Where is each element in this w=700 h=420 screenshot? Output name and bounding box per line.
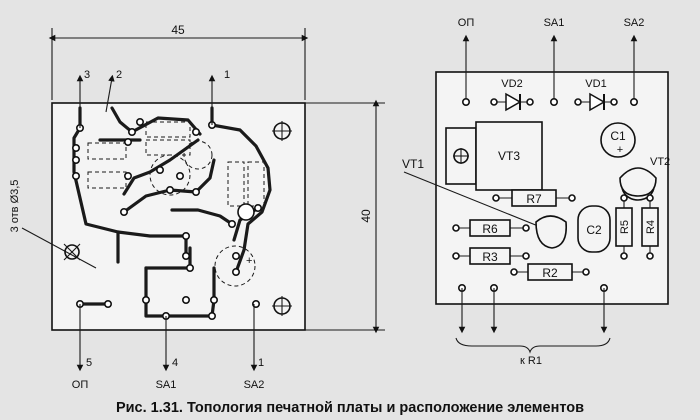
- vd2-label: VD2: [501, 78, 522, 90]
- resistor-r3: R3: [452, 247, 530, 265]
- to-r1-label: к R1: [520, 355, 542, 367]
- resistor-r6: R6: [452, 219, 530, 237]
- pcb-bottom-pins: 5 ОП 4 SA1 1 SA2: [72, 304, 265, 391]
- height-label: 40: [359, 209, 373, 223]
- pin-3-label: 3: [84, 69, 90, 81]
- pcb-bottom-label-sa1: SA1: [156, 379, 177, 391]
- pcb-top-pins: 3 2 1: [76, 69, 230, 128]
- vt2-label: VT2: [650, 156, 670, 168]
- vt3-label: VT3: [498, 149, 520, 163]
- width-label: 45: [171, 23, 185, 37]
- pin-4-label: 4: [172, 357, 178, 369]
- transistor-vt1: VT1: [402, 157, 568, 249]
- r6-label: R6: [482, 222, 498, 236]
- capacitor-c1: C1 +: [600, 122, 636, 158]
- vt1-label: VT1: [402, 157, 424, 171]
- r3-label: R3: [482, 250, 498, 264]
- resistor-r2: R2: [510, 263, 590, 281]
- c1-label: C1: [610, 129, 626, 143]
- top-label-sa2: SA2: [624, 17, 645, 29]
- pcb-board: [51, 102, 306, 331]
- figure-caption: Рис. 1.31. Топология печатной платы и ра…: [116, 400, 584, 416]
- hole-label: 3 отв Ø3,5: [9, 180, 21, 233]
- top-label-op: ОП: [458, 17, 475, 29]
- pcb-pads: [72, 118, 263, 320]
- diode-vd2: VD2: [490, 78, 534, 112]
- resistor-r7: R7: [492, 189, 576, 207]
- layout-top-leads: ОП SA1 SA2: [458, 17, 645, 102]
- vd1-label: VD1: [585, 78, 606, 90]
- r4-label: R4: [645, 220, 657, 234]
- pin-2-label: 2: [116, 69, 122, 81]
- transistor-vt3: VT3: [445, 121, 543, 191]
- pin-1b-label: 1: [258, 357, 264, 369]
- r2-label: R2: [542, 266, 558, 280]
- hole-leader: [21, 227, 97, 269]
- c1-plus: +: [617, 144, 623, 156]
- mounting-hole: [272, 296, 292, 316]
- pcb-bottom-label-sa2: SA2: [244, 379, 265, 391]
- layout-bottom-leads: к R1: [455, 283, 611, 367]
- capacitor-c2: C2: [577, 205, 611, 253]
- pad: [629, 98, 638, 107]
- mounting-hole: [63, 243, 81, 261]
- mounting-hole: [272, 121, 292, 141]
- pcb-topology: 45 40 3 отв Ø3,5: [9, 23, 385, 391]
- diode-vd1: VD1: [574, 78, 618, 112]
- height-dimension: 40: [305, 99, 385, 334]
- pcb-bottom-label-op: ОП: [72, 379, 89, 391]
- component-layout: ОП SA1 SA2 VD2 VD1: [402, 17, 670, 367]
- r5-label: R5: [619, 220, 631, 234]
- transistor-vt2: VT2: [619, 156, 670, 201]
- pad: [549, 98, 558, 107]
- width-dimension: 45: [48, 23, 309, 100]
- pin-1-label: 1: [224, 69, 230, 81]
- top-label-sa1: SA1: [544, 17, 565, 29]
- c2-label: C2: [586, 223, 602, 237]
- pad: [461, 98, 470, 107]
- r7-label: R7: [526, 192, 542, 206]
- resistor-r5: R5: [615, 194, 633, 260]
- resistor-r4: R4: [641, 194, 659, 260]
- pcb-plus-mark: +: [246, 255, 252, 267]
- pin-5-label: 5: [86, 357, 92, 369]
